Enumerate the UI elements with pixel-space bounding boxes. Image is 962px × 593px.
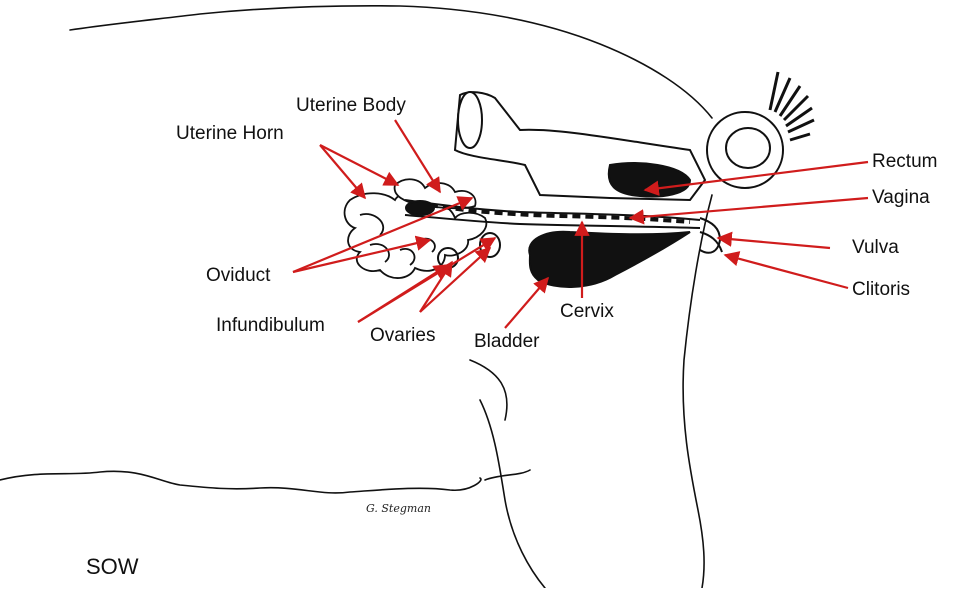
- label-infundibulum: Infundibulum: [216, 316, 325, 335]
- bladder-shape: [529, 232, 690, 287]
- artist-signature: G. Stegman: [366, 502, 431, 515]
- caption-sow: SOW: [86, 556, 139, 578]
- arrow-vagina: [630, 198, 868, 218]
- arrow-clitoris: [725, 255, 848, 288]
- leg-crease: [470, 360, 507, 420]
- label-rectum: Rectum: [872, 152, 937, 171]
- rump-outline: [683, 195, 712, 588]
- belly-outline: [0, 471, 481, 493]
- hind-leg-front: [480, 400, 545, 588]
- label-uterine-body: Uterine Body: [296, 96, 406, 115]
- arrow-bladder: [505, 278, 548, 328]
- uterine-horns: [345, 179, 487, 278]
- rectum-shape: [455, 92, 705, 200]
- label-vagina: Vagina: [872, 188, 930, 207]
- arrow-vulva: [718, 238, 830, 248]
- label-oviduct: Oviduct: [206, 266, 270, 285]
- label-bladder: Bladder: [474, 332, 540, 351]
- arrow-uterine-horn-2: [320, 145, 398, 185]
- label-uterine-horn: Uterine Horn: [176, 124, 284, 143]
- label-ovaries: Ovaries: [370, 326, 435, 345]
- label-clitoris: Clitoris: [852, 280, 910, 299]
- udder-line: [485, 470, 530, 480]
- label-cervix: Cervix: [560, 302, 614, 321]
- label-vulva: Vulva: [852, 238, 899, 257]
- arrow-uterine-horn-1: [320, 145, 365, 198]
